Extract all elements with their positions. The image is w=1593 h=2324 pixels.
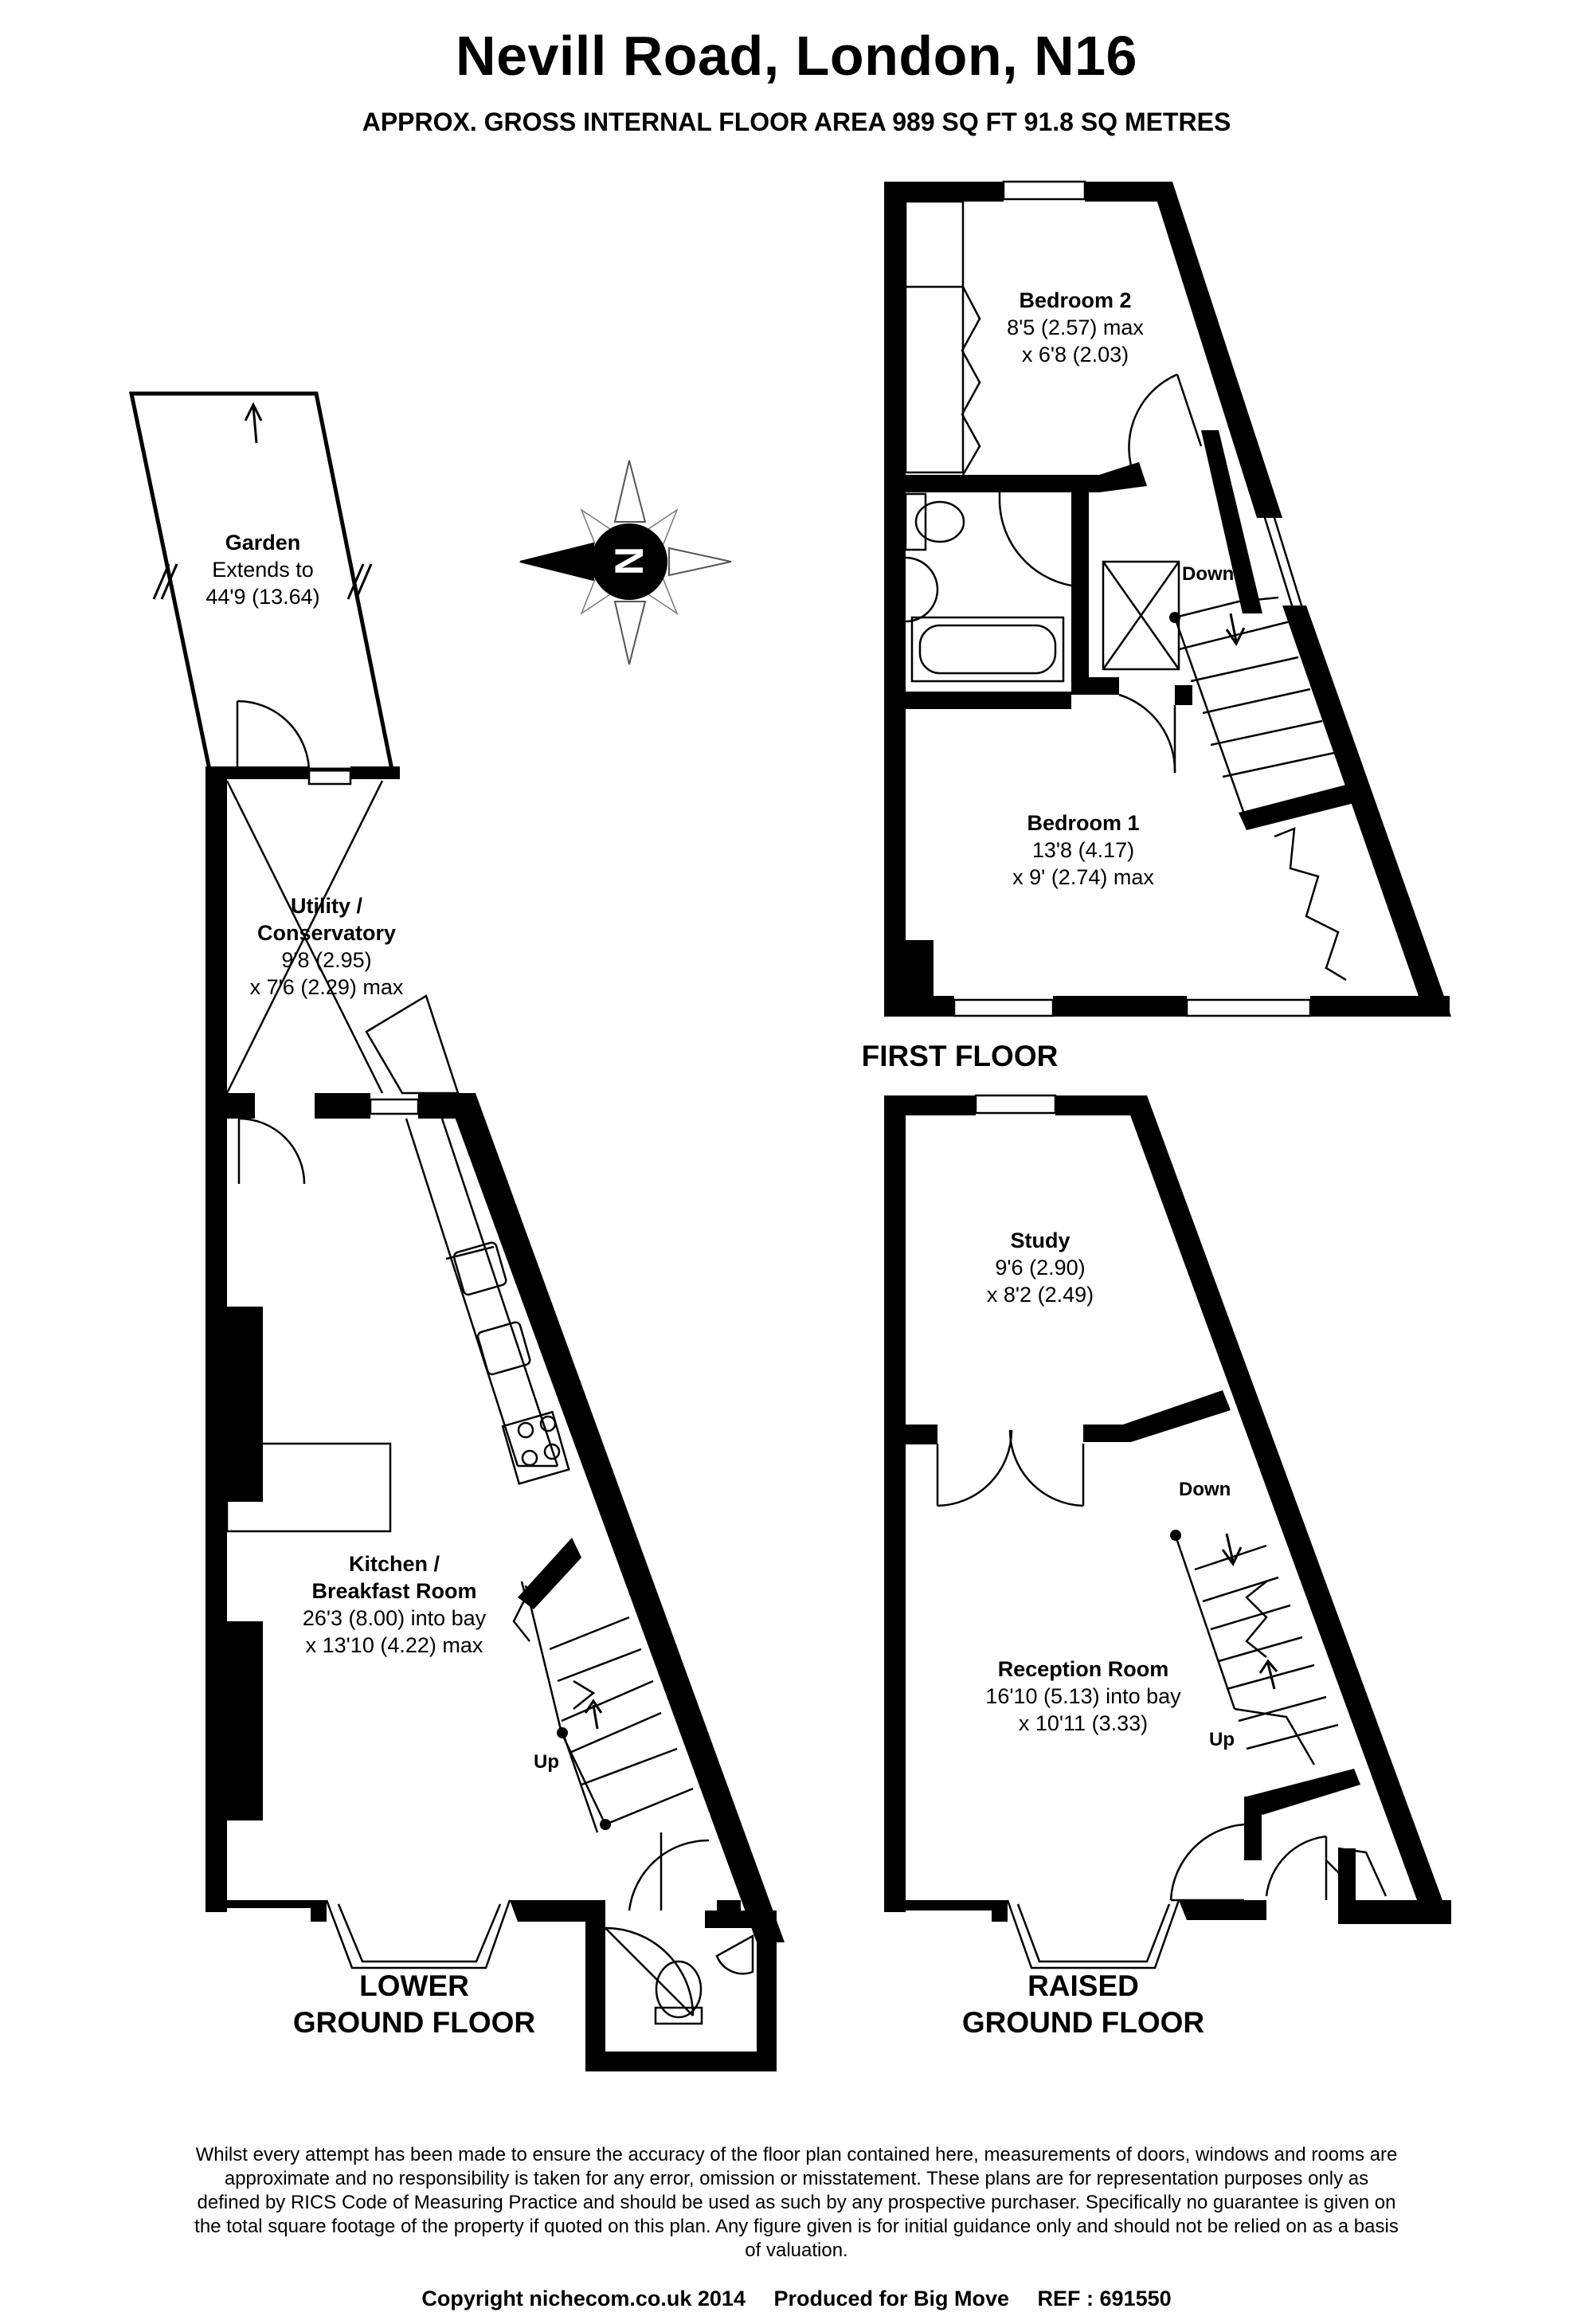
stair-label-raised-down: Down (1179, 1479, 1231, 1500)
room-dimension: 16'10 (5.13) into bay (985, 1684, 1181, 1708)
room-name: Breakfast Room (311, 1579, 477, 1603)
lower-ground-walls (205, 766, 785, 2071)
stair-label-raised-up: Up (1209, 1729, 1235, 1750)
room-dimension: 44'9 (13.64) (205, 585, 320, 609)
raised-ground-thin-lines (936, 1094, 1388, 1969)
room-dimension: x 6'8 (2.03) (1021, 343, 1129, 366)
stair-label-lower-up: Up (534, 1751, 559, 1773)
kitchen-sink (445, 1241, 531, 1376)
raised-ground-walls (884, 1095, 1451, 1924)
room-dimension: x 7'6 (2.29) max (249, 975, 404, 999)
lower-stair-newel (557, 1727, 568, 1738)
room-name: Garden (225, 531, 301, 555)
lower-stair-newel-2 (600, 1819, 611, 1830)
floor-label-line: GROUND FLOOR (961, 2006, 1205, 2039)
footer-produced: Produced for Big Move (773, 2287, 1010, 2310)
compass-letter: N (607, 546, 652, 576)
first-stair-newel (1169, 612, 1180, 623)
garden-break-marks (152, 563, 373, 600)
floor-label-line: LOWER (359, 1969, 469, 2002)
page-title: Nevill Road, London, N16 (456, 25, 1137, 87)
stair-label-first-down: Down (1182, 563, 1235, 585)
room-label-utility: Utility / Conservatory 9'8 (2.95) x 7'6 … (250, 892, 404, 1001)
room-label-study: Study 9'6 (2.90) x 8'2 (2.49) (987, 1227, 1094, 1308)
compass-rose (519, 460, 732, 665)
room-dimension: 9'8 (2.95) (281, 948, 372, 972)
room-name: Bedroom 1 (1027, 811, 1140, 835)
wc-fixtures (654, 1934, 754, 2025)
room-name: Reception Room (997, 1657, 1169, 1681)
room-dimension: x 13'10 (4.22) max (305, 1633, 483, 1657)
lower-stair-arrow (584, 1699, 603, 1730)
room-dimension: 13'8 (4.17) (1031, 838, 1135, 862)
room-label-kitchen: Kitchen / Breakfast Room 26'3 (8.00) int… (303, 1550, 486, 1659)
room-name: Study (1010, 1229, 1070, 1252)
footer-copyright: Copyright nichecom.co.uk 2014 (421, 2287, 746, 2310)
raised-stair-arrows (1221, 1533, 1278, 1690)
floor-area-subtitle: APPROX. GROSS INTERNAL FLOOR AREA 989 SQ… (362, 108, 1231, 136)
room-name: Bedroom 2 (1019, 288, 1132, 312)
room-label-garden: Garden Extends to 44'9 (13.64) (205, 529, 319, 610)
room-label-reception: Reception Room 16'10 (5.13) into bay x 1… (985, 1656, 1180, 1737)
room-dimension: 9'6 (2.90) (995, 1256, 1086, 1280)
room-dimension: 26'3 (8.00) into bay (302, 1606, 487, 1630)
room-dimension: Extends to (212, 558, 314, 582)
footer-ref: REF : 691550 (1037, 2287, 1172, 2310)
floor-label-line: RAISED (1027, 1969, 1139, 2002)
floor-label-lower: LOWER GROUND FLOOR (293, 1968, 535, 2041)
lower-stairs (512, 1581, 694, 1833)
room-name: Utility / (290, 894, 363, 918)
floor-label-raised: RAISED GROUND FLOOR (962, 1968, 1204, 2041)
floor-label-line: GROUND FLOOR (292, 2006, 536, 2039)
room-dimension: x 8'2 (2.49) (986, 1283, 1094, 1307)
room-name: Conservatory (256, 921, 397, 945)
garden-arrow (244, 402, 263, 444)
raised-stair-newel (1170, 1530, 1181, 1541)
room-label-bedroom1: Bedroom 1 13'8 (4.17) x 9' (2.74) max (1012, 809, 1154, 891)
disclaimer-text: Whilst every attempt has been made to en… (194, 2144, 1399, 2261)
first-stair-arrow (1225, 613, 1246, 646)
room-dimension: x 10'11 (3.33) (1018, 1711, 1149, 1735)
room-name: Kitchen / (348, 1552, 440, 1576)
room-dimension: x 9' (2.74) max (1012, 865, 1154, 889)
footer: Copyright nichecom.co.uk 2014 Produced f… (0, 2287, 1593, 2311)
lower-ground-thin-lines (225, 700, 710, 2016)
room-label-bedroom2: Bedroom 2 8'5 (2.57) max x 6'8 (2.03) (1007, 287, 1144, 368)
first-floor-walls (884, 182, 1451, 1017)
room-dimension: 8'5 (2.57) max (1007, 315, 1144, 339)
kitchen-hob (501, 1410, 570, 1485)
floor-label-first: FIRST FLOOR (861, 1040, 1059, 1072)
